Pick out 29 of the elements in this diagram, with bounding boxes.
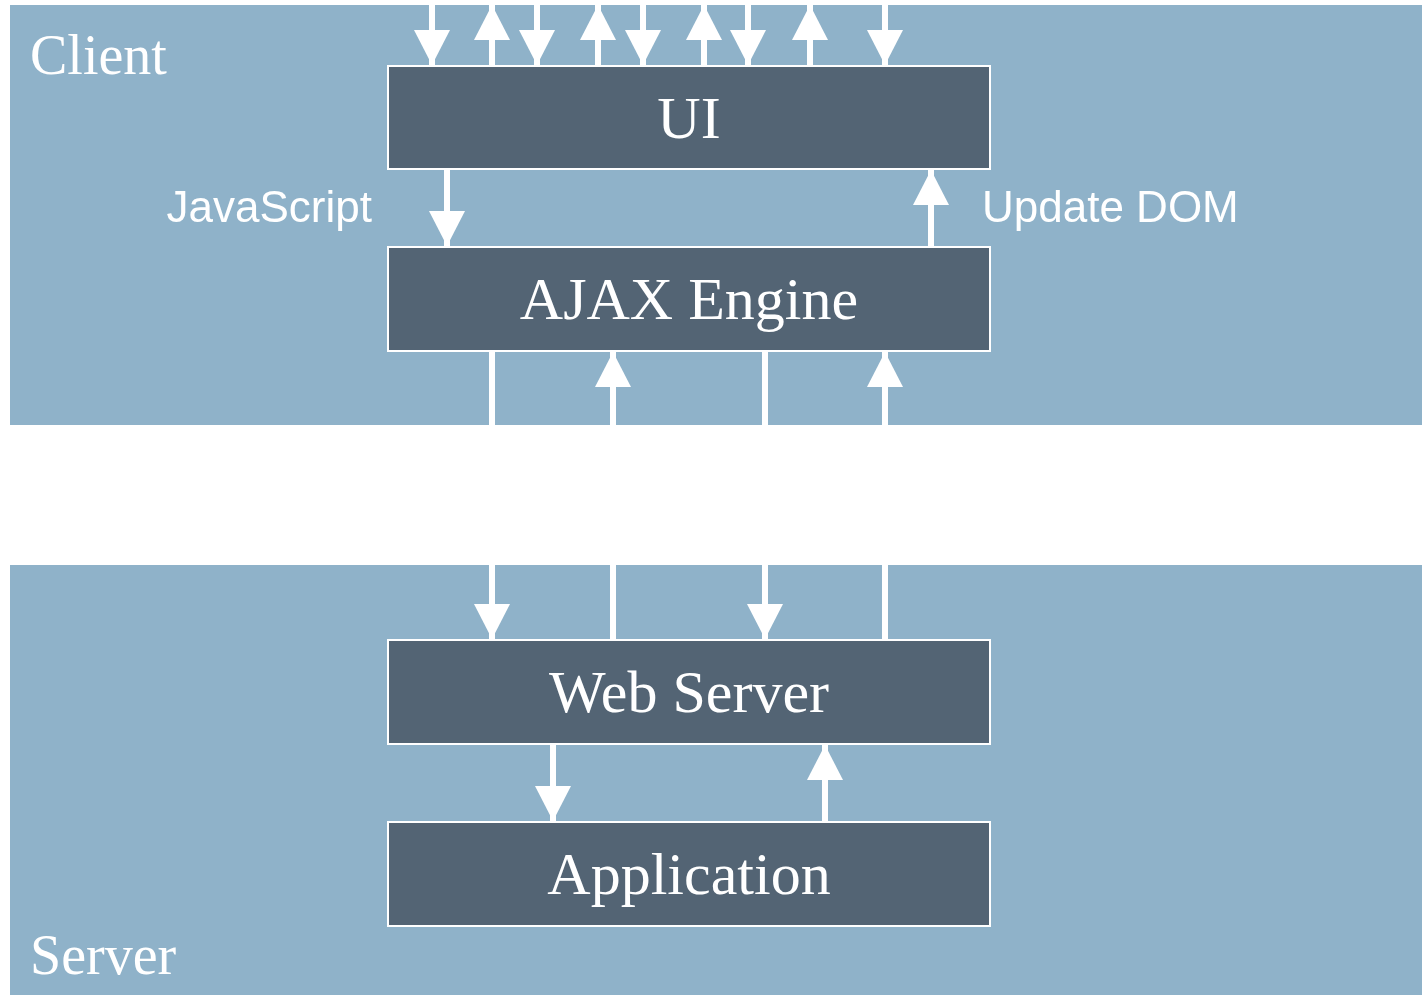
component-label: Web Server	[548, 662, 830, 722]
component-box	[387, 246, 991, 352]
arrow	[807, 745, 843, 821]
arrow	[519, 5, 555, 65]
edge-label: JavaScript	[166, 182, 372, 232]
arrow	[535, 745, 571, 821]
arrow	[686, 5, 722, 65]
component-box	[387, 65, 991, 170]
arrow	[625, 5, 661, 65]
arrow	[792, 5, 828, 65]
arrow	[867, 5, 903, 65]
arrow	[474, 5, 510, 65]
arrow	[913, 170, 949, 246]
component-box	[387, 639, 991, 745]
layer-label: Server	[30, 927, 177, 983]
arrow	[429, 170, 465, 246]
arrow	[730, 5, 766, 65]
arrow	[595, 352, 631, 639]
layer-label: Client	[30, 27, 167, 83]
arrow	[414, 5, 450, 65]
arrow	[867, 352, 903, 639]
component-box	[387, 821, 991, 927]
arrow	[747, 352, 783, 639]
layer-band	[10, 565, 1422, 995]
layer-band	[10, 5, 1422, 425]
arrow	[580, 5, 616, 65]
component-label: UI	[657, 87, 721, 148]
arrow	[474, 352, 510, 639]
edge-label: Update DOM	[982, 182, 1239, 232]
